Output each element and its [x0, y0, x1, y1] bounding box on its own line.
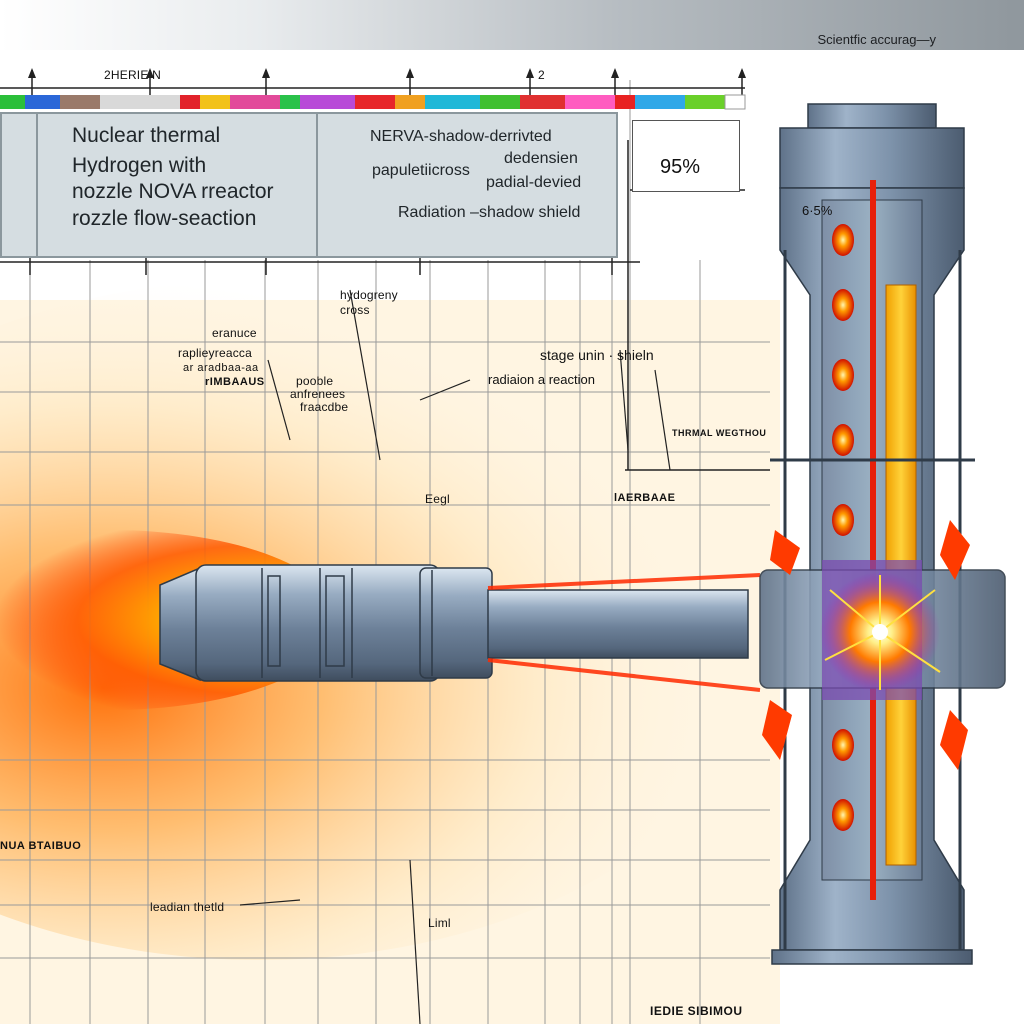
- annotation-eegl: Eegl: [425, 492, 450, 506]
- annotation-stage: stage unin · shieln: [540, 347, 654, 363]
- annotation-cross: cross: [340, 303, 370, 317]
- top-ruler: [0, 68, 746, 95]
- annotation-eranuce: eranuce: [212, 326, 257, 340]
- annotation-nua: NUA BTAIBUO: [0, 840, 82, 852]
- subtitle-line: dedensien: [504, 150, 578, 167]
- header-bar: [0, 0, 1024, 50]
- core-flash: [762, 520, 970, 770]
- subtitle-line: papuletiicross: [372, 162, 470, 179]
- annotation-liml: Liml: [428, 916, 451, 930]
- title-box-divider: [316, 112, 318, 258]
- ruler-label-right: 2: [538, 68, 545, 82]
- annotation-poobbe: pooble: [296, 374, 334, 388]
- reactor-percent-label: 6·5%: [802, 203, 833, 218]
- annotation-hydrogen: hydogreny: [340, 288, 398, 302]
- annotation-laerbaae: lAERBAAE: [614, 492, 676, 504]
- leader-lines: [239, 289, 671, 1024]
- header-tagline: Scientfic accurag—y: [817, 32, 937, 47]
- nozzle-engine: [159, 564, 761, 692]
- annotation-radiation-reaction: radiaion a reaction: [488, 372, 595, 387]
- title-box: [0, 112, 618, 258]
- title-line: Hydrogen with: [72, 154, 207, 177]
- subtitle-line: Radiation –shadow shield: [398, 204, 581, 221]
- annotation-rimbaaus: rIMBAAUS: [205, 376, 265, 388]
- subtitle-line: NERVA-shadow-derrivted: [370, 128, 552, 145]
- percent-value: 95%: [660, 156, 701, 178]
- annotation-bottom: IEDIE SIBIMOU: [650, 1004, 743, 1018]
- annotation-thrmal: THRMAL WEGTHOU: [672, 428, 767, 438]
- reactor-column: [759, 103, 1006, 965]
- annotation-fraacdbe: fraacdbe: [300, 400, 349, 414]
- title-box-divider: [36, 112, 38, 258]
- percent-box: [632, 120, 740, 192]
- grid-lines: [0, 80, 770, 1024]
- annotation-ar: ar aradbaa-aa: [183, 362, 259, 374]
- annotation-rapliey: raplieyreacca: [178, 346, 252, 360]
- title-line: rozzle flow-seaction: [72, 207, 257, 230]
- annotation-anfrenees: anfrenees: [290, 387, 346, 401]
- annotation-leadian: leadian thetld: [150, 900, 225, 914]
- ruler-label-left: 2HERIE N: [104, 68, 161, 82]
- subtitle-line: padial-devied: [486, 174, 582, 191]
- title-line: nozzle NOVA rreactor: [72, 180, 274, 203]
- color-strip: [0, 94, 746, 110]
- title-line: Nuclear thermal: [72, 124, 221, 147]
